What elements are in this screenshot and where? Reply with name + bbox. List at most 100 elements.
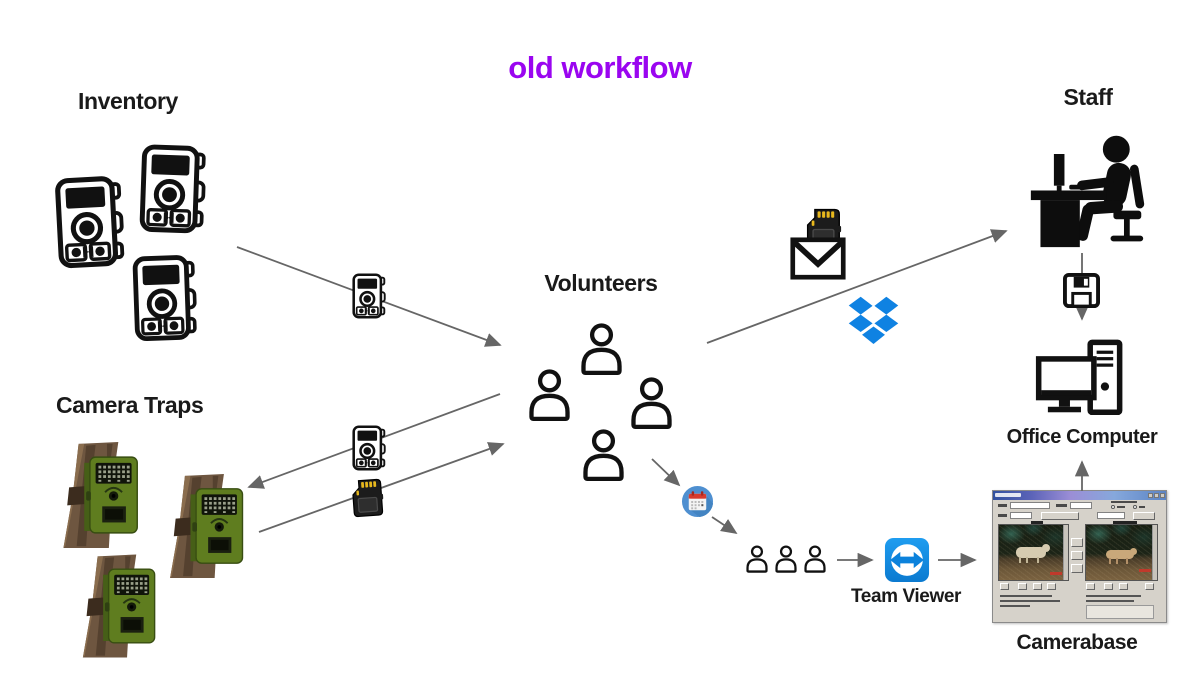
volunteer-person-top (578, 322, 625, 376)
tree-camera-icon (170, 474, 244, 578)
nav-button (1033, 583, 1042, 590)
group-person-2 (773, 545, 799, 573)
scrollbar (1063, 525, 1068, 580)
animal-leg (1109, 558, 1111, 564)
nav-button (1119, 583, 1128, 590)
calendar-icon (681, 485, 714, 518)
form-label (1139, 506, 1145, 508)
camerabase-titlebar (993, 491, 1166, 500)
form-button (1041, 512, 1079, 520)
volunteers-label: Volunteers (544, 270, 658, 296)
animal-leg (1019, 557, 1021, 563)
panel-header (1031, 521, 1043, 524)
group-person-3 (802, 545, 828, 573)
animal (1106, 550, 1134, 559)
camerabase-title-text (995, 493, 1021, 497)
floppy-disk (1062, 272, 1101, 309)
camera-on-arrow-1 (352, 272, 386, 320)
office-computer (1035, 338, 1127, 424)
animal-leg (1116, 558, 1118, 564)
dropbox-logo (846, 296, 901, 347)
camera-trap-icon (132, 255, 197, 342)
form-input (1097, 512, 1125, 519)
floppy-disk-icon (1063, 272, 1100, 309)
metadata-line (1000, 595, 1052, 597)
timestamp (1050, 572, 1062, 575)
arrow-calendar-to-group (711, 516, 738, 534)
tree-camera-3 (70, 554, 162, 658)
metadata-line (1086, 595, 1141, 597)
nav-button (1018, 583, 1027, 590)
form-button (1133, 512, 1155, 520)
nav-button (1000, 583, 1009, 590)
radio-button (1133, 505, 1137, 509)
camera-on-arrow-2 (352, 424, 386, 472)
sd-card-icon (352, 478, 384, 518)
staff-label: Staff (1063, 84, 1113, 110)
metadata-line (1000, 600, 1060, 602)
mid-button (1071, 538, 1083, 547)
inventory-camera-1 (53, 170, 126, 273)
mid-button (1071, 551, 1083, 560)
person-icon (581, 323, 622, 376)
teamviewer-logo (884, 537, 930, 583)
inventory-camera-3 (131, 251, 198, 345)
form-label (998, 514, 1007, 517)
calendar (681, 485, 714, 518)
camera-traps-label: Camera Traps (56, 392, 204, 418)
person-icon (804, 545, 826, 573)
volunteer-person-left (526, 368, 573, 422)
person-icon (631, 377, 672, 430)
camerabase-label: Camerabase (1016, 631, 1138, 654)
camera-trap-icon (352, 425, 386, 471)
metadata-line (1086, 600, 1134, 602)
sd-card-on-arrow (349, 476, 386, 520)
animal-head (1042, 544, 1050, 552)
person-icon (529, 369, 570, 422)
tree-camera-2 (156, 474, 251, 578)
dropbox-icon (848, 296, 899, 344)
inventory-label: Inventory (78, 88, 178, 114)
teamviewer-icon (884, 537, 930, 583)
camerabase-window-icon (992, 490, 1167, 623)
camera-trap-photo (998, 524, 1069, 581)
envelope-icon (790, 237, 846, 280)
volunteer-person-bottom (580, 428, 627, 482)
form-label (1111, 501, 1137, 503)
form-label (1056, 504, 1067, 507)
timestamp (1139, 569, 1151, 572)
description-box (1086, 605, 1154, 619)
camera-trap-icon (55, 176, 125, 269)
animal (1016, 547, 1046, 558)
person-icon (775, 545, 797, 573)
arrow-volunteers-to-staff (706, 229, 1008, 344)
volunteer-person-right (628, 376, 675, 430)
office-computer-label: Office Computer (1006, 426, 1158, 448)
minimize-icon (1148, 493, 1153, 498)
animal-head (1130, 548, 1137, 555)
form-label (998, 504, 1007, 507)
camera-trap-icon (139, 144, 206, 234)
nav-button (1104, 583, 1113, 590)
animal-leg (1126, 558, 1128, 564)
person-icon (746, 545, 768, 573)
camera-trap-photo (1085, 524, 1158, 581)
camera-trap-icon (352, 273, 386, 319)
radio-button (1111, 505, 1115, 509)
form-input (1010, 502, 1050, 509)
form-input (1010, 512, 1032, 519)
inventory-camera-2 (138, 141, 207, 237)
mid-button (1071, 564, 1083, 573)
desktop-computer-icon (1035, 339, 1123, 416)
maximize-icon (1154, 493, 1159, 498)
tree-camera-1 (50, 442, 145, 548)
person-at-desk-icon (1030, 135, 1145, 248)
panel-header (1113, 521, 1137, 524)
close-icon (1160, 493, 1165, 498)
team-viewer-label: Team Viewer (850, 586, 962, 607)
arrow-volunteers-to-calendar (651, 458, 681, 487)
person-icon (583, 429, 624, 482)
animal-leg (1037, 557, 1039, 563)
tree-camera-icon (82, 554, 156, 658)
staff-at-desk (1025, 130, 1150, 250)
